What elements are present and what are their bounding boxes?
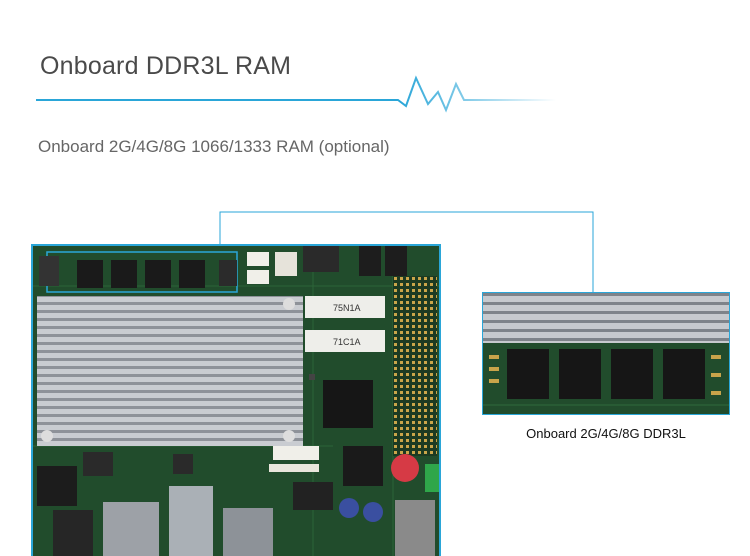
motherboard-graphic: 75N1A 71C1A <box>33 246 439 556</box>
chipset <box>323 380 373 428</box>
motherboard-image: 75N1A 71C1A <box>31 244 441 556</box>
page-title: Onboard DDR3L RAM <box>40 52 292 80</box>
battery <box>391 454 419 482</box>
ram-zoom-caption: Onboard 2G/4G/8G DDR3L <box>526 426 686 441</box>
heatsink <box>37 296 303 446</box>
ram-options-text: Onboard 2G/4G/8G 1066/1333 RAM (optional… <box>38 137 390 156</box>
sodimm-label-bottom: 71C1A <box>333 337 361 347</box>
title-underline-heartbeat <box>36 75 556 113</box>
ram-zoom-graphic <box>483 293 729 414</box>
sodimm-label-top: 75N1A <box>333 303 361 313</box>
ram-zoom-image <box>482 292 730 415</box>
